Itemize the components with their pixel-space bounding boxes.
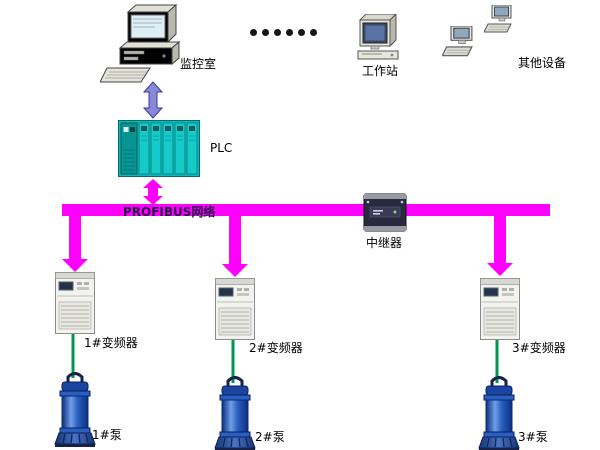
arrow-bus-inverter-3: [487, 212, 513, 276]
inverter-icon-1: [55, 272, 95, 334]
other-device-icon-1: [484, 5, 520, 35]
other-devices-label: 其他设备: [518, 56, 567, 70]
plc-module-icon: [118, 120, 200, 177]
profibus-bus: [62, 204, 550, 216]
monitoring-pc-icon: [99, 2, 195, 84]
pump-icon-2: [213, 376, 257, 450]
pump-label-1: 1#泵: [92, 428, 122, 442]
repeater-label: 中继器: [366, 236, 403, 250]
arrow-plc-bus: [143, 179, 163, 205]
profibus-label: PROFIBUS网络: [123, 205, 216, 219]
inverter-icon-2: [215, 278, 255, 340]
inverter-label-3: 3#变频器: [512, 341, 566, 355]
repeater-icon: [362, 192, 408, 233]
plc-label: PLC: [210, 141, 233, 155]
other-device-icon-2: [442, 26, 482, 59]
arrow-bus-inverter-2: [222, 212, 248, 277]
pump-label-3: 3#泵: [518, 430, 548, 444]
pump-label-2: 2#泵: [255, 430, 285, 444]
pump-icon-1: [53, 372, 97, 448]
ellipsis-dots: [250, 29, 317, 36]
inverter-icon-3: [480, 278, 520, 340]
arrow-bus-inverter-1: [62, 212, 88, 272]
workstation-icon: [356, 12, 402, 62]
arrow-pc-plc: [142, 81, 164, 119]
inverter-label-1: 1#变频器: [84, 336, 138, 350]
inverter-label-2: 2#变频器: [249, 341, 303, 355]
monitoring-room-label: 监控室: [180, 57, 217, 71]
pump-icon-3: [477, 376, 521, 450]
workstation-label: 工作站: [362, 64, 399, 78]
